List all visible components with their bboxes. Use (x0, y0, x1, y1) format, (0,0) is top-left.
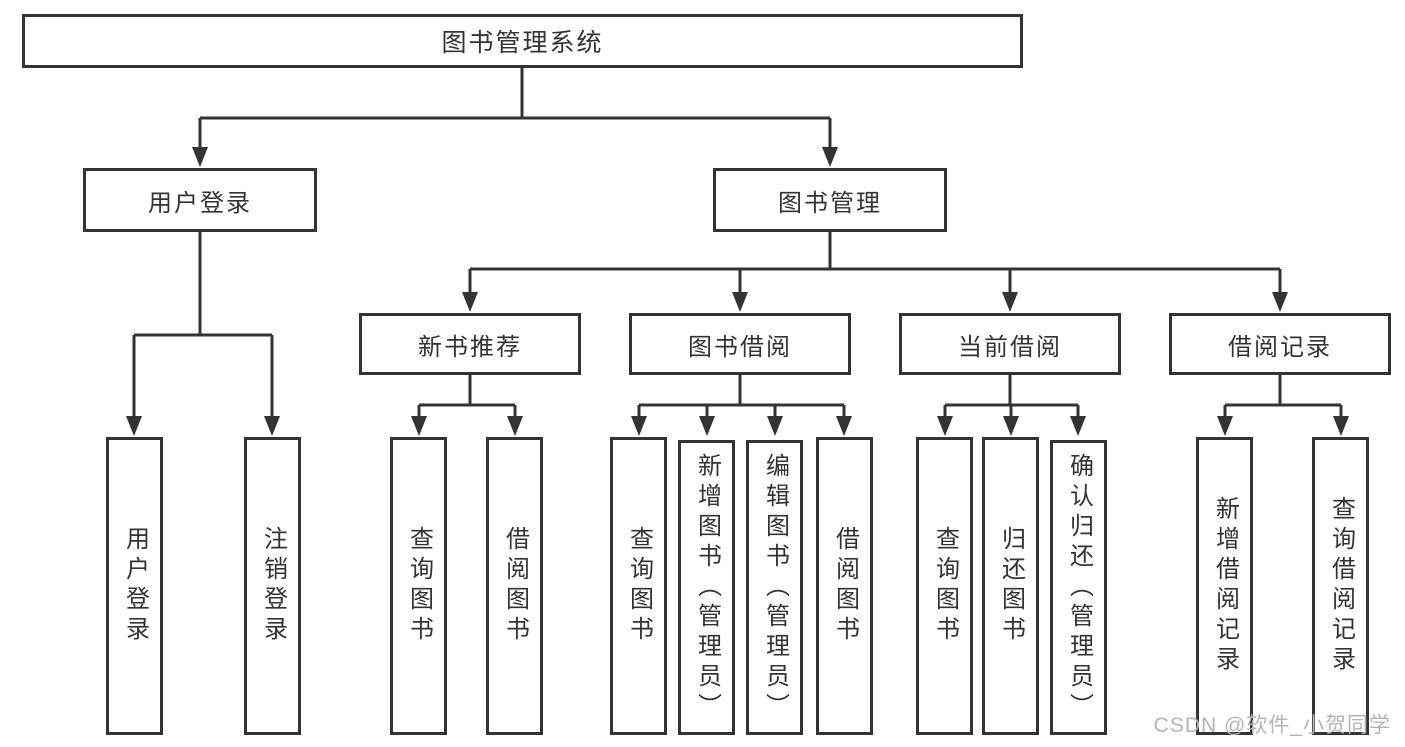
leaf-label: 查询图书 (931, 526, 959, 646)
node-user-login: 用户登录 (83, 168, 317, 232)
arrow-icon (192, 147, 208, 167)
leaf-label: 查询借阅记录 (1327, 496, 1355, 676)
arrow-icon (1003, 416, 1019, 436)
leaf-edit-books-admin: 编辑图书（管理员） (746, 440, 803, 735)
leaf-borrow-books-2: 借阅图书 (816, 437, 873, 735)
leaf-query-borrow-record: 查询借阅记录 (1312, 437, 1369, 735)
node-new-book-recommend: 新书推荐 (359, 313, 581, 375)
leaf-query-books-3: 查询图书 (916, 437, 973, 735)
leaf-label: 查询图书 (405, 526, 433, 646)
leaf-query-books-2: 查询图书 (610, 437, 667, 735)
leaf-label: 注销登录 (259, 526, 287, 646)
arrow-icon (631, 416, 647, 436)
connector-login-to-leaves (132, 232, 274, 418)
leaf-return-books: 归还图书 (982, 437, 1039, 735)
leaf-label: 查询图书 (625, 526, 653, 646)
arrow-icon (767, 416, 783, 436)
arrow-icon (264, 416, 280, 436)
leaf-label: 用户登录 (121, 526, 149, 646)
leaf-logout: 注销登录 (244, 437, 301, 735)
arrow-icon (462, 292, 478, 312)
arrow-icon (937, 416, 953, 436)
leaf-add-borrow-record: 新增借阅记录 (1196, 437, 1253, 735)
leaf-label: 新增图书（管理员） (693, 452, 721, 723)
leaf-user-login: 用户登录 (106, 437, 163, 735)
arrow-icon (411, 416, 427, 436)
node-book-borrow: 图书借阅 (629, 313, 851, 375)
leaf-label: 编辑图书（管理员） (761, 452, 789, 723)
connector-root-to-level2 (198, 68, 832, 150)
watermark: CSDN @软件_小贺同学 (1153, 714, 1391, 737)
connector-recommend-to-leaves (417, 375, 517, 418)
leaf-label: 归还图书 (997, 526, 1025, 646)
node-book-management: 图书管理 (713, 168, 947, 232)
connector-current-to-leaves (943, 375, 1080, 418)
arrow-icon (836, 416, 852, 436)
leaf-add-books-admin: 新增图书（管理员） (678, 440, 735, 735)
connector-records-to-leaves (1223, 375, 1343, 418)
connector-management-to-level3 (468, 232, 1282, 294)
arrow-icon (126, 416, 142, 436)
arrowheads (126, 147, 1349, 436)
node-current-borrow: 当前借阅 (899, 313, 1121, 375)
leaf-label: 借阅图书 (501, 526, 529, 646)
arrow-icon (1272, 292, 1288, 312)
leaf-label: 新增借阅记录 (1211, 496, 1239, 676)
node-root-system: 图书管理系统 (22, 14, 1023, 68)
arrow-icon (1217, 416, 1233, 436)
arrow-icon (507, 416, 523, 436)
leaf-borrow-books-1: 借阅图书 (486, 437, 543, 735)
node-borrow-records: 借阅记录 (1169, 313, 1391, 375)
arrow-icon (1070, 416, 1086, 436)
arrow-icon (822, 147, 838, 167)
leaf-query-books-1: 查询图书 (390, 437, 447, 735)
leaf-label: 借阅图书 (831, 526, 859, 646)
arrow-icon (732, 292, 748, 312)
leaf-confirm-return-admin: 确认归还（管理员） (1050, 440, 1107, 735)
arrow-icon (699, 416, 715, 436)
arrow-icon (1002, 292, 1018, 312)
arrow-icon (1333, 416, 1349, 436)
connector-borrow-to-leaves (637, 375, 846, 418)
leaf-label: 确认归还（管理员） (1065, 452, 1093, 723)
